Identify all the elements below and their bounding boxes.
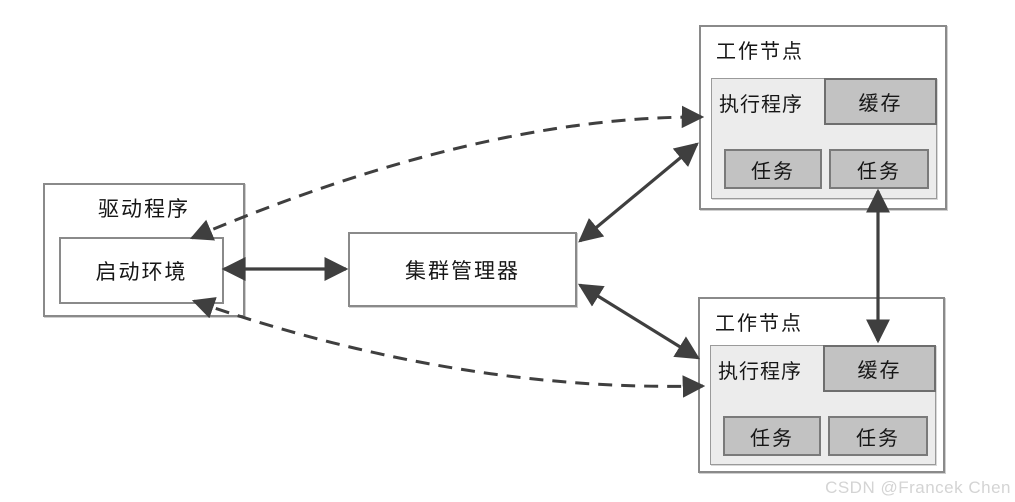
driver-executor-bottom-dashed-arrow	[191, 297, 706, 398]
task-bottom-1-label: 任务	[750, 425, 794, 450]
executor-top-label: 执行程序	[719, 91, 803, 116]
worker-node-top-box: 工作节点 执行程序 缓存 任务 任务	[699, 25, 947, 210]
task-bottom-2-label: 任务	[856, 425, 900, 450]
executor-bottom-label: 执行程序	[718, 358, 802, 383]
worker-node-bottom-box: 工作节点 执行程序 缓存 任务 任务	[698, 297, 945, 473]
cache-bottom-box: 缓存	[823, 345, 936, 392]
driver-program-title: 驱动程序	[98, 197, 190, 221]
executor-top-box: 执行程序 缓存 任务 任务	[711, 78, 937, 199]
task-bottom-2-box: 任务	[828, 416, 928, 456]
executor-bottom-box: 执行程序 缓存 任务 任务	[710, 345, 936, 465]
spark-context-label: 启动环境	[95, 259, 188, 284]
cache-top-label: 缓存	[858, 91, 903, 115]
task-top-2-box: 任务	[829, 149, 929, 189]
worker-node-top-title: 工作节点	[716, 39, 804, 63]
driver-program-box: 驱动程序 启动环境	[43, 183, 245, 317]
task-top-2-label: 任务	[857, 158, 901, 183]
spark-context-box: 启动环境	[59, 237, 224, 304]
driver-executor-top-dashed-arrow	[189, 105, 705, 241]
worker-node-bottom-title: 工作节点	[715, 311, 803, 335]
cluster-worker-bottom-arrow	[577, 283, 701, 360]
cluster-worker-top-arrow	[578, 142, 699, 243]
cluster-manager-box: 集群管理器	[348, 232, 577, 307]
cluster-manager-label: 集群管理器	[405, 258, 520, 283]
task-bottom-1-box: 任务	[723, 416, 821, 456]
cache-top-box: 缓存	[824, 78, 937, 125]
cache-bottom-label: 缓存	[857, 358, 902, 382]
task-top-1-box: 任务	[724, 149, 822, 189]
task-top-1-label: 任务	[751, 158, 795, 183]
watermark-text: CSDN @Francek Chen	[825, 478, 1011, 497]
